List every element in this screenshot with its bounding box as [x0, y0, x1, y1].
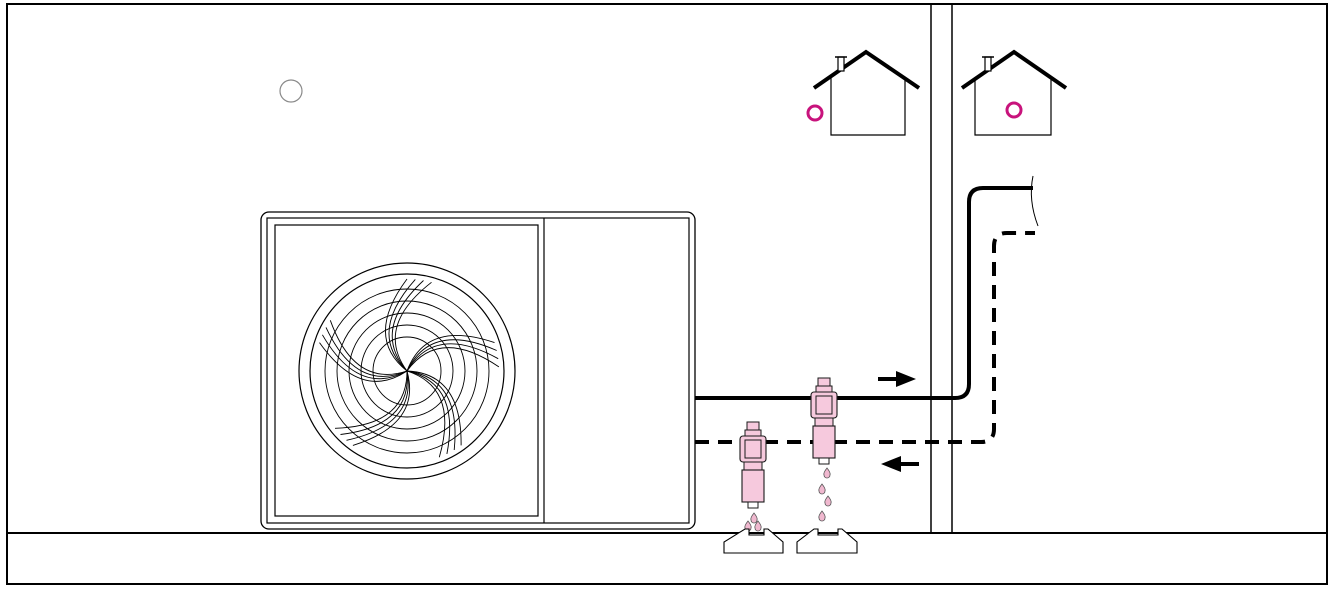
- house-marker-outdoor: [806, 104, 824, 122]
- house-icon: [812, 49, 921, 136]
- fan-icon: [298, 262, 516, 480]
- drain-base-icon: [723, 528, 784, 554]
- antifreeze-valve-icon: [810, 377, 838, 465]
- house-marker-indoor: [1005, 101, 1023, 119]
- return-pipe: [695, 231, 1035, 444]
- antifreeze-valve-icon: [739, 421, 767, 509]
- flow-arrow-icon: [878, 371, 916, 387]
- outside-marker: [279, 79, 303, 103]
- building-wall: [930, 4, 953, 533]
- supply-pipe: [695, 175, 1039, 400]
- water-drops: [744, 467, 832, 532]
- house-icon: [960, 49, 1068, 136]
- drain-base-icon: [796, 528, 858, 554]
- flow-arrow-icon: [881, 456, 919, 472]
- heat-pump-outdoor-unit-icon: [260, 211, 696, 530]
- diagram-frame: [6, 3, 1328, 585]
